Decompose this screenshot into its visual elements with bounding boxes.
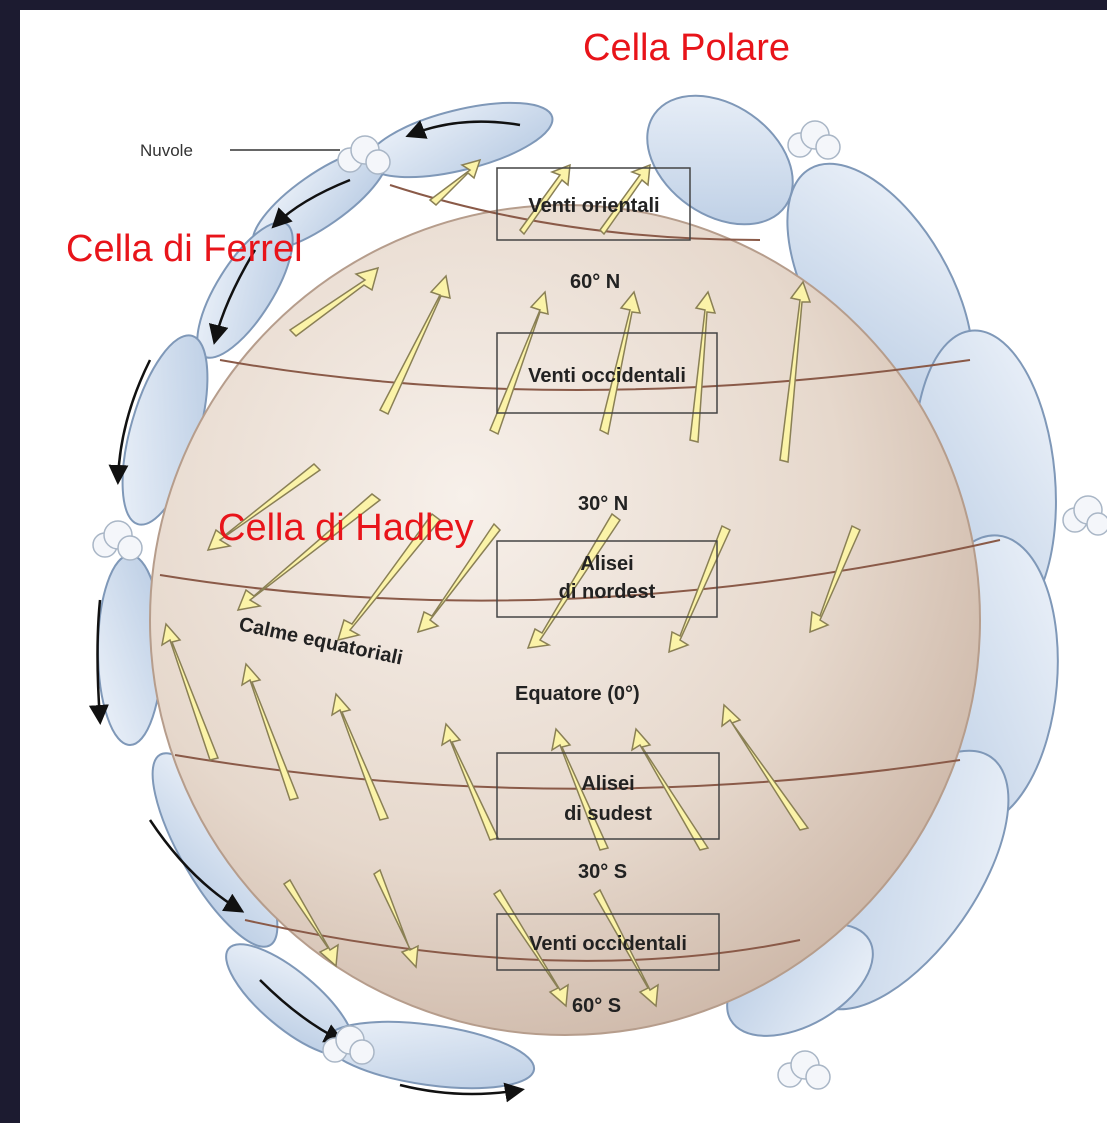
clouds-label: Nuvole <box>140 141 193 160</box>
westerlies-north-label: Venti occidentali <box>528 365 686 387</box>
westerlies-south-label: Venti occidentali <box>529 933 687 955</box>
ne-trades-label-2: di nordest <box>559 581 656 603</box>
hadley-cell-label: Cella di Hadley <box>218 507 474 549</box>
cloud-icon <box>778 1051 830 1089</box>
se-trades-label-2: di sudest <box>564 803 652 825</box>
polar-easterlies-label: Venti orientali <box>528 195 659 217</box>
lat-60s-label: 60° S <box>572 995 621 1017</box>
cloud-icon <box>1063 496 1107 535</box>
lat-30s-label: 30° S <box>578 861 627 883</box>
ne-trades-label-1: Alisei <box>580 553 633 575</box>
equator-label: Equatore (0°) <box>515 683 640 705</box>
polar-cell-label: Cella Polare <box>583 27 790 69</box>
ferrel-cell-label: Cella di Ferrel <box>66 228 303 270</box>
lat-30n-label: 30° N <box>578 493 628 515</box>
se-trades-label-1: Alisei <box>581 773 634 795</box>
lat-60n-label: 60° N <box>570 271 620 293</box>
cloud-icon <box>788 121 840 159</box>
cloud-icon <box>93 521 142 560</box>
